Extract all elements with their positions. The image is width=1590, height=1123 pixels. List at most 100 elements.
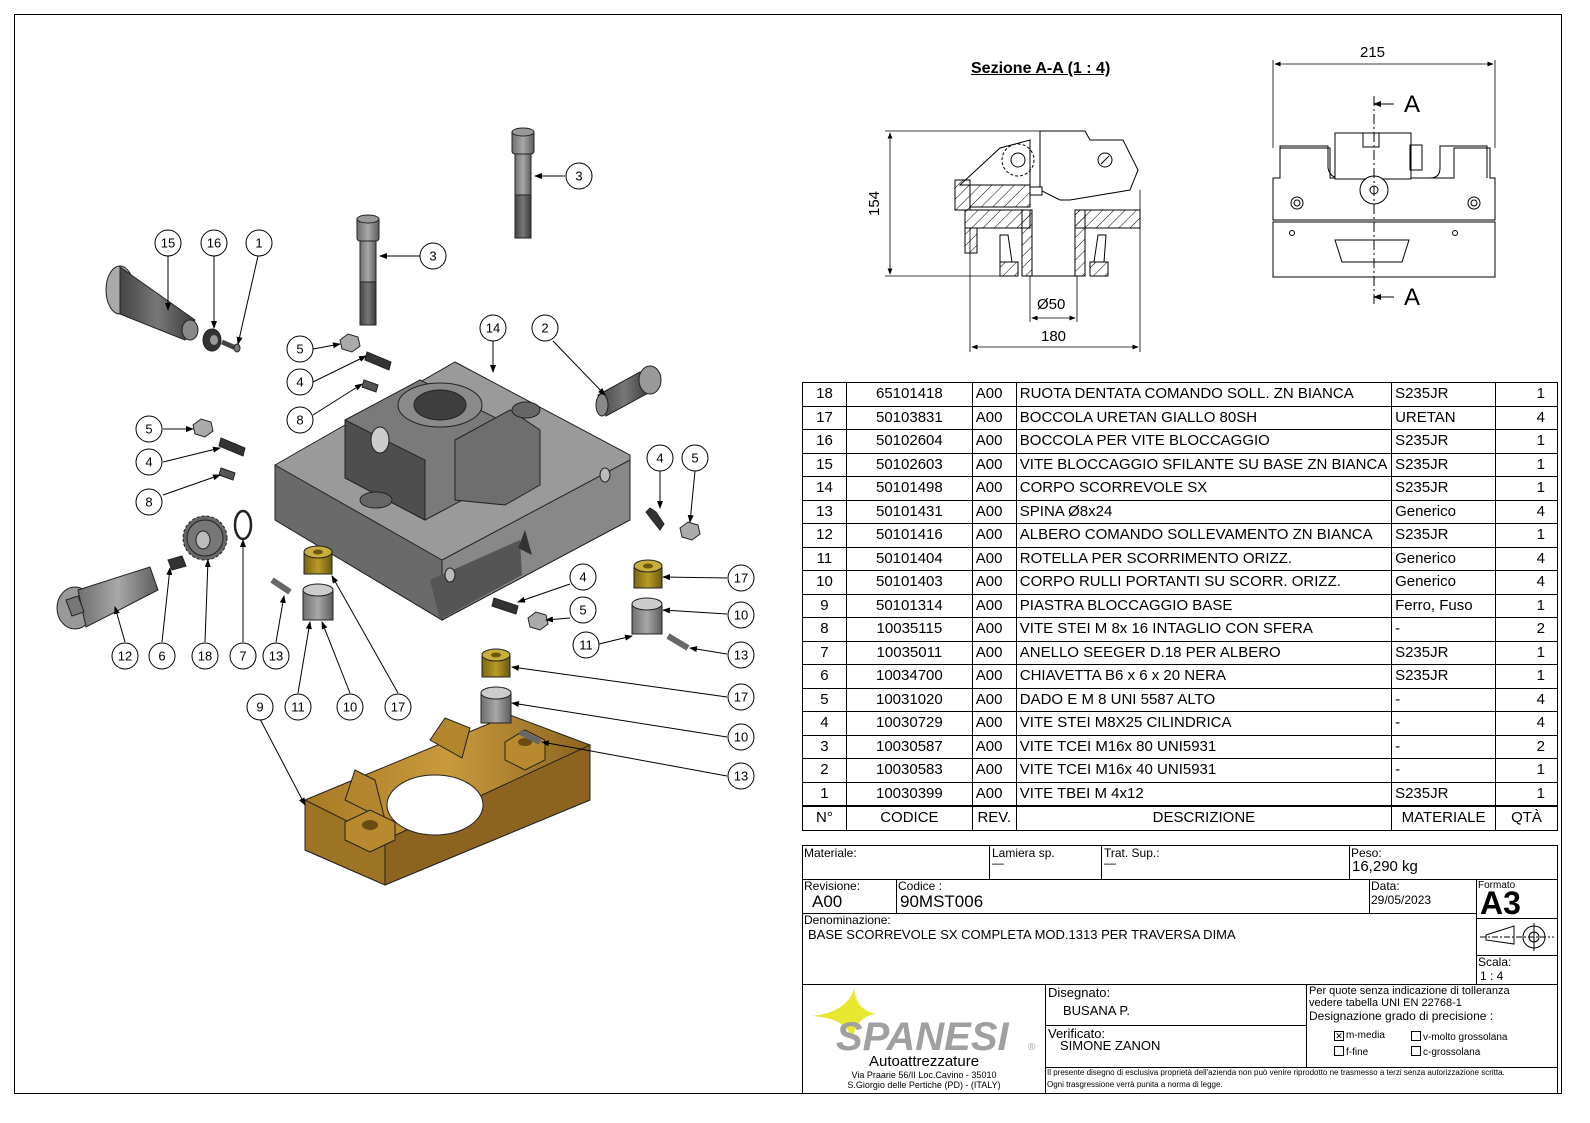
bom-codice: 50101314 xyxy=(845,593,973,618)
item-balloon: 12 xyxy=(111,642,139,670)
bom-descrizione: VITE TCEI M16x 40 UNI5931 xyxy=(1015,758,1393,783)
bom-rev: A00 xyxy=(971,476,1017,501)
bom-codice: 10030583 xyxy=(845,758,973,783)
bom-codice: 10035115 xyxy=(845,617,973,642)
bom-qta: 1 xyxy=(1495,781,1558,807)
bom-qta: 4 xyxy=(1495,711,1558,736)
part-3-vite-tcei-lower xyxy=(356,214,380,326)
bom-qta: 4 xyxy=(1495,687,1558,712)
part-2-vite-tcei xyxy=(595,365,662,417)
item-balloon: 4 xyxy=(286,368,314,396)
bom-rev: A00 xyxy=(971,781,1017,807)
verificato-label: Verificato: xyxy=(1048,1026,1106,1041)
dim-width-215: 215 xyxy=(1360,44,1386,61)
bom-descrizione: PIASTRA BLOCCAGGIO BASE xyxy=(1015,593,1393,618)
bom-item-number: 5 xyxy=(802,687,847,712)
bom-codice: 50101416 xyxy=(845,523,973,548)
balloon-label: 12 xyxy=(118,649,132,664)
bom-descrizione: RUOTA DENTATA COMANDO SOLL. ZN BIANCA xyxy=(1015,382,1393,407)
company-subtitle: Autoattrezzature xyxy=(868,1053,980,1070)
balloon-label: 5 xyxy=(691,451,698,466)
bom-qta: 2 xyxy=(1495,734,1558,759)
bom-materiale: - xyxy=(1391,687,1497,712)
bom-qta: 1 xyxy=(1495,382,1558,407)
bom-codice: 10031020 xyxy=(845,687,973,712)
checkbox-checked-icon[interactable]: ✕ xyxy=(1334,1031,1344,1041)
dim-width-180: 180 xyxy=(1041,328,1067,345)
bom-codice: 50101431 xyxy=(845,499,973,524)
bom-item-number: 18 xyxy=(802,382,847,407)
checkbox-icon[interactable] xyxy=(1411,1046,1421,1056)
item-balloon: 3 xyxy=(565,162,593,190)
bom-rev: A00 xyxy=(971,664,1017,689)
bom-rev: A00 xyxy=(971,711,1017,736)
balloon-label: 4 xyxy=(145,455,152,470)
bom-qta: 1 xyxy=(1495,758,1558,783)
logo-star-icon xyxy=(812,988,876,1041)
balloon-label: 1 xyxy=(255,236,262,251)
balloon-label: 3 xyxy=(575,169,582,184)
balloon-label: 9 xyxy=(256,700,263,715)
balloon-label: 13 xyxy=(734,648,748,663)
data-value: 29/05/2023 xyxy=(1371,893,1432,907)
bom-header-descrizione: DESCRIZIONE xyxy=(1015,805,1393,831)
precision-option-f[interactable]: f-fine xyxy=(1334,1045,1368,1058)
denominazione-cell xyxy=(802,913,1477,985)
precision-option-m[interactable]: ✕m-media xyxy=(1334,1030,1385,1041)
part-16-boccola xyxy=(202,328,222,352)
bom-codice: 50101498 xyxy=(845,476,973,501)
item-balloon: 10 xyxy=(336,693,364,721)
bom-qta: 1 xyxy=(1495,429,1558,454)
company-address-2: S.Giorgio delle Pertiche (PD) - (ITALY) xyxy=(847,1080,1001,1090)
bom-codice: 50103831 xyxy=(845,405,973,430)
section-view-title: Sezione A-A (1 : 4) xyxy=(971,60,1111,77)
precision-option-v[interactable]: v-molto grossolana xyxy=(1411,1030,1507,1043)
section-view-a-a xyxy=(954,130,1141,277)
leader-lines xyxy=(114,173,728,806)
precision-option-c[interactable]: c-grossolana xyxy=(1411,1045,1480,1058)
peso-label: Peso: xyxy=(1351,846,1382,860)
bom-descrizione: BOCCOLA URETAN GIALLO 80SH xyxy=(1015,405,1393,430)
bom-item-number: 6 xyxy=(802,664,847,689)
scala-value: 1 : 4 xyxy=(1480,969,1504,983)
bom-item-number: 8 xyxy=(802,617,847,642)
logo-text: SPANESI xyxy=(836,1015,1010,1056)
trat-label: Trat. Sup.: xyxy=(1104,846,1160,860)
item-balloon: 10 xyxy=(727,723,755,751)
bom-qta: 2 xyxy=(1495,617,1558,642)
item-balloon: 5 xyxy=(569,596,597,624)
scala-label: Scala: xyxy=(1478,955,1512,969)
item-balloon: 5 xyxy=(286,335,314,363)
item-balloon: 4 xyxy=(569,563,597,591)
balloon-label: 11 xyxy=(579,638,593,653)
balloon-label: 7 xyxy=(239,649,246,664)
tolerance-line-2: vedere tabella UNI EN 22768-1 xyxy=(1309,997,1462,1009)
part-6-chiavetta xyxy=(167,555,187,571)
balloon-label: 16 xyxy=(207,236,221,251)
item-balloon: 14 xyxy=(479,314,507,342)
verificato-value: SIMONE ZANON xyxy=(1060,1038,1161,1053)
item-balloon: 17 xyxy=(384,693,412,721)
balloon-label: 13 xyxy=(734,769,748,784)
checkbox-icon[interactable] xyxy=(1411,1031,1421,1041)
bom-item-number: 12 xyxy=(802,523,847,548)
balloon-label: 13 xyxy=(269,649,283,664)
bom-codice: 10035011 xyxy=(845,640,973,665)
bom-materiale: - xyxy=(1391,734,1497,759)
bom-codice: 50101403 xyxy=(845,570,973,595)
bom-rev: A00 xyxy=(971,758,1017,783)
first-angle-projection-icon xyxy=(1480,923,1554,951)
revisione-value: A00 xyxy=(812,892,843,911)
checkbox-icon[interactable] xyxy=(1334,1046,1344,1056)
data-label: Data: xyxy=(1371,879,1400,893)
codice-value: 90MST006 xyxy=(900,892,984,911)
bom-descrizione: SPINA Ø8x24 xyxy=(1015,499,1393,524)
balloon-label: 8 xyxy=(145,495,152,510)
bom-descrizione: VITE STEI M8X25 CILINDRICA xyxy=(1015,711,1393,736)
